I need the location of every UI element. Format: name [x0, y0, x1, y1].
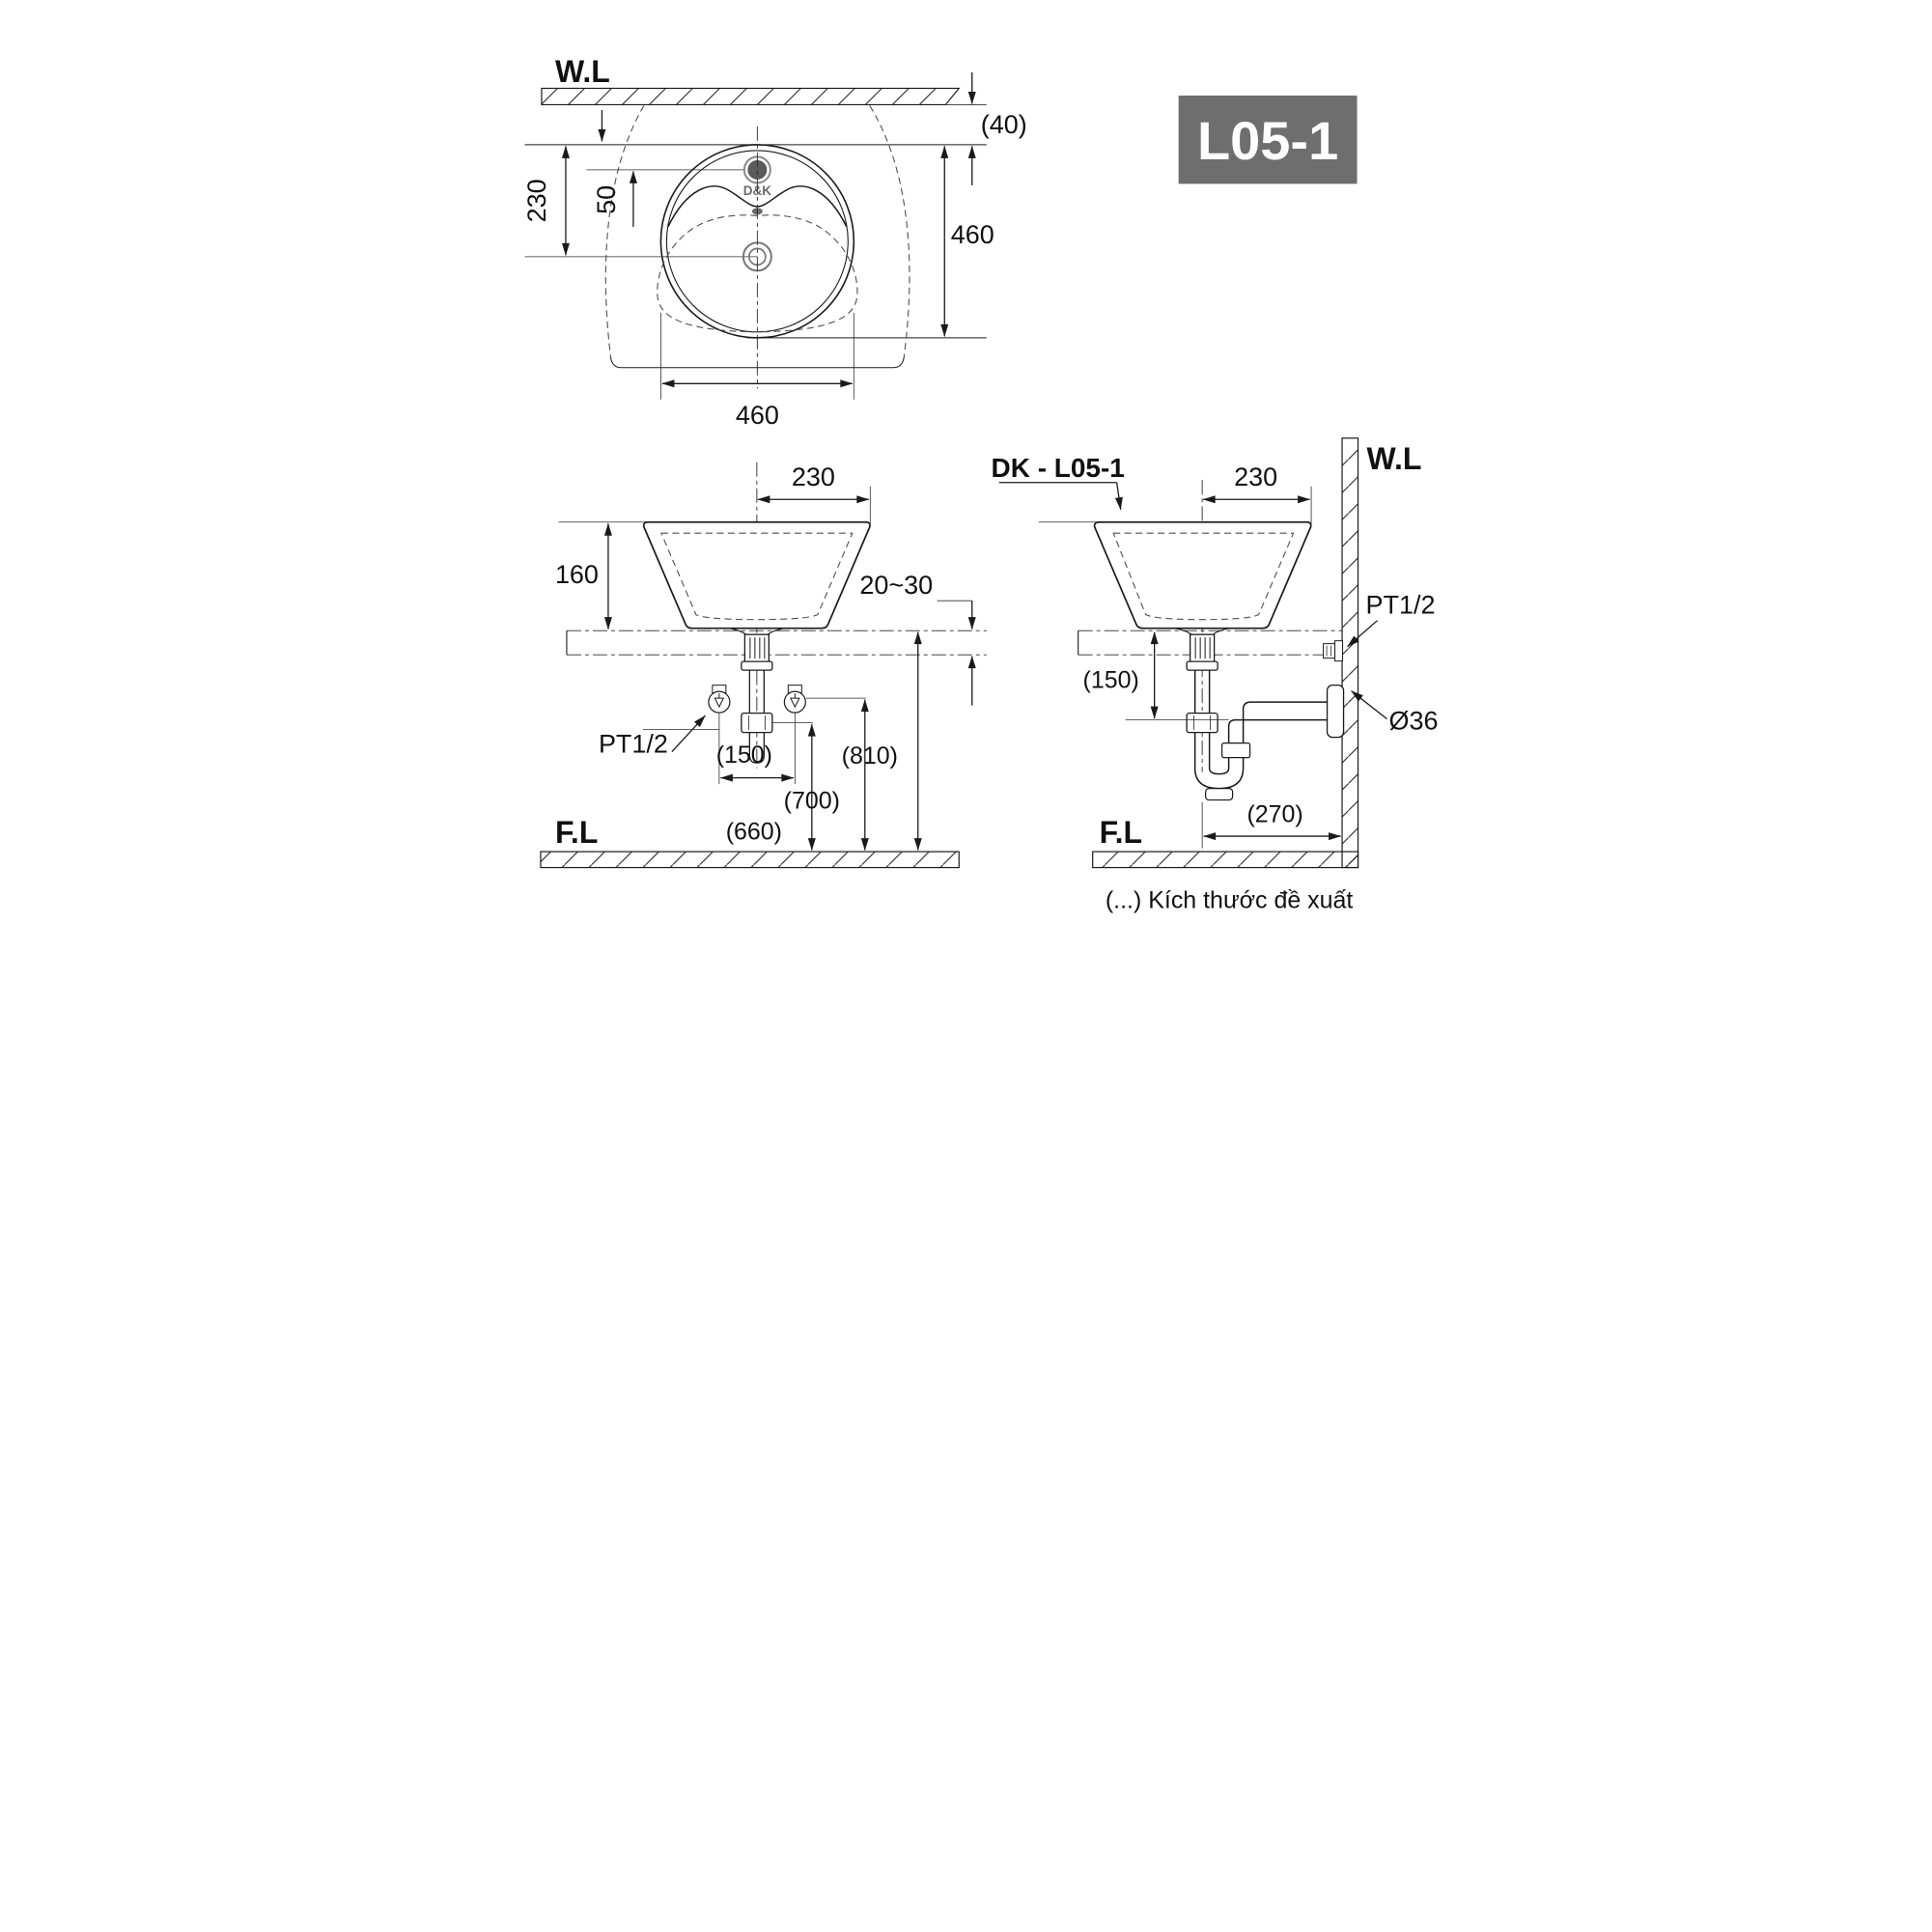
dim-width: 460 — [735, 401, 778, 430]
dim-edge-to-drain: 230 — [521, 179, 550, 222]
pipe-end-cap — [748, 755, 765, 764]
wall-supply-fitting — [1322, 643, 1335, 659]
counter-outline-left-dashed — [604, 105, 644, 357]
model-badge-box — [1178, 95, 1358, 184]
model-code-label: DK - L05-1 — [991, 453, 1124, 483]
outlet-diameter-arrow — [1350, 690, 1387, 720]
trap-outer-wall — [1193, 670, 1329, 790]
dim-edge-to-faucet: 50 — [591, 185, 620, 214]
suggested-dimensions-note: (...) Kích thước đề xuất — [1105, 887, 1353, 914]
dim-wall-gap: (40) — [980, 110, 1026, 139]
floor-section-bar-side — [1091, 851, 1358, 869]
basin-outline-side — [1093, 520, 1312, 630]
trap-inner-wall — [1208, 670, 1329, 775]
model-badge-text: L05-1 — [1196, 110, 1337, 171]
wall-line-label-side: W.L — [1366, 441, 1421, 476]
sink-dimension-drawing: W.L D&K (40) 230 — [483, 0, 1449, 966]
thread-label-front: PT1/2 — [598, 730, 667, 759]
outlet-diameter-label: Ø36 — [1388, 707, 1438, 736]
dim-counter-height: (810) — [841, 742, 897, 770]
wall-line-label-top: W.L — [554, 54, 609, 89]
top-view: W.L D&K (40) 230 — [521, 54, 1026, 430]
basin-outline-front — [642, 520, 871, 630]
dim-depth: 460 — [950, 220, 994, 249]
strainer-front — [743, 633, 770, 662]
model-badge: L05-1 — [1178, 95, 1358, 184]
thread-label-side: PT1/2 — [1365, 591, 1435, 620]
wall-escutcheon — [1326, 684, 1344, 739]
union-nut-front — [740, 712, 773, 734]
counter-outline-right-dashed — [868, 105, 910, 357]
supply-valve-left — [707, 685, 730, 714]
drawing-page: W.L D&K (40) 230 — [483, 0, 1449, 966]
wall-section-bar-top — [540, 87, 961, 106]
pt-side-arrow — [1346, 620, 1378, 648]
strainer-side — [1189, 633, 1215, 662]
dim-counter-thickness: 20~30 — [859, 571, 933, 600]
trap-outlet-nut — [1220, 742, 1250, 759]
floor-line-label-side: F.L — [1099, 815, 1141, 850]
floor-line-label-front: F.L — [554, 815, 597, 850]
side-view: W.L DK - L05-1 230 — [991, 437, 1438, 869]
faucet-hole — [746, 159, 767, 180]
dim-counter-to-outlet: (150) — [1082, 667, 1138, 694]
bowl-bottom-dashed — [656, 214, 857, 333]
supply-valve-right — [783, 685, 806, 714]
model-leader-arrow — [1114, 482, 1123, 511]
dim-trap-height: (660) — [725, 819, 781, 846]
trap-cleanout-cap — [1204, 787, 1233, 801]
dim-trap-to-wall: (270) — [1246, 801, 1302, 828]
wall-section-bar-side — [1340, 437, 1358, 869]
front-view: 230 — [539, 462, 987, 869]
wall-supply-flange — [1333, 640, 1343, 662]
dim-valve-height: (700) — [783, 788, 839, 815]
tailpiece-flange-side — [1185, 660, 1218, 671]
union-nut-side — [1185, 712, 1218, 734]
floor-section-bar-front — [539, 851, 960, 869]
pt-leader-arrow — [670, 714, 706, 753]
basin-inner-dashed-front — [659, 532, 854, 621]
tailpiece-flange-front — [740, 660, 773, 671]
dim-center-to-wall: 230 — [1234, 462, 1277, 491]
dim-basin-height: 160 — [554, 560, 598, 589]
dim-half-width-front: 230 — [791, 462, 834, 491]
basin-inner-dashed-side — [1111, 532, 1294, 621]
dim-valve-spacing: (150) — [715, 742, 771, 769]
valve-glyph — [714, 693, 724, 709]
valve-glyph — [789, 693, 800, 709]
